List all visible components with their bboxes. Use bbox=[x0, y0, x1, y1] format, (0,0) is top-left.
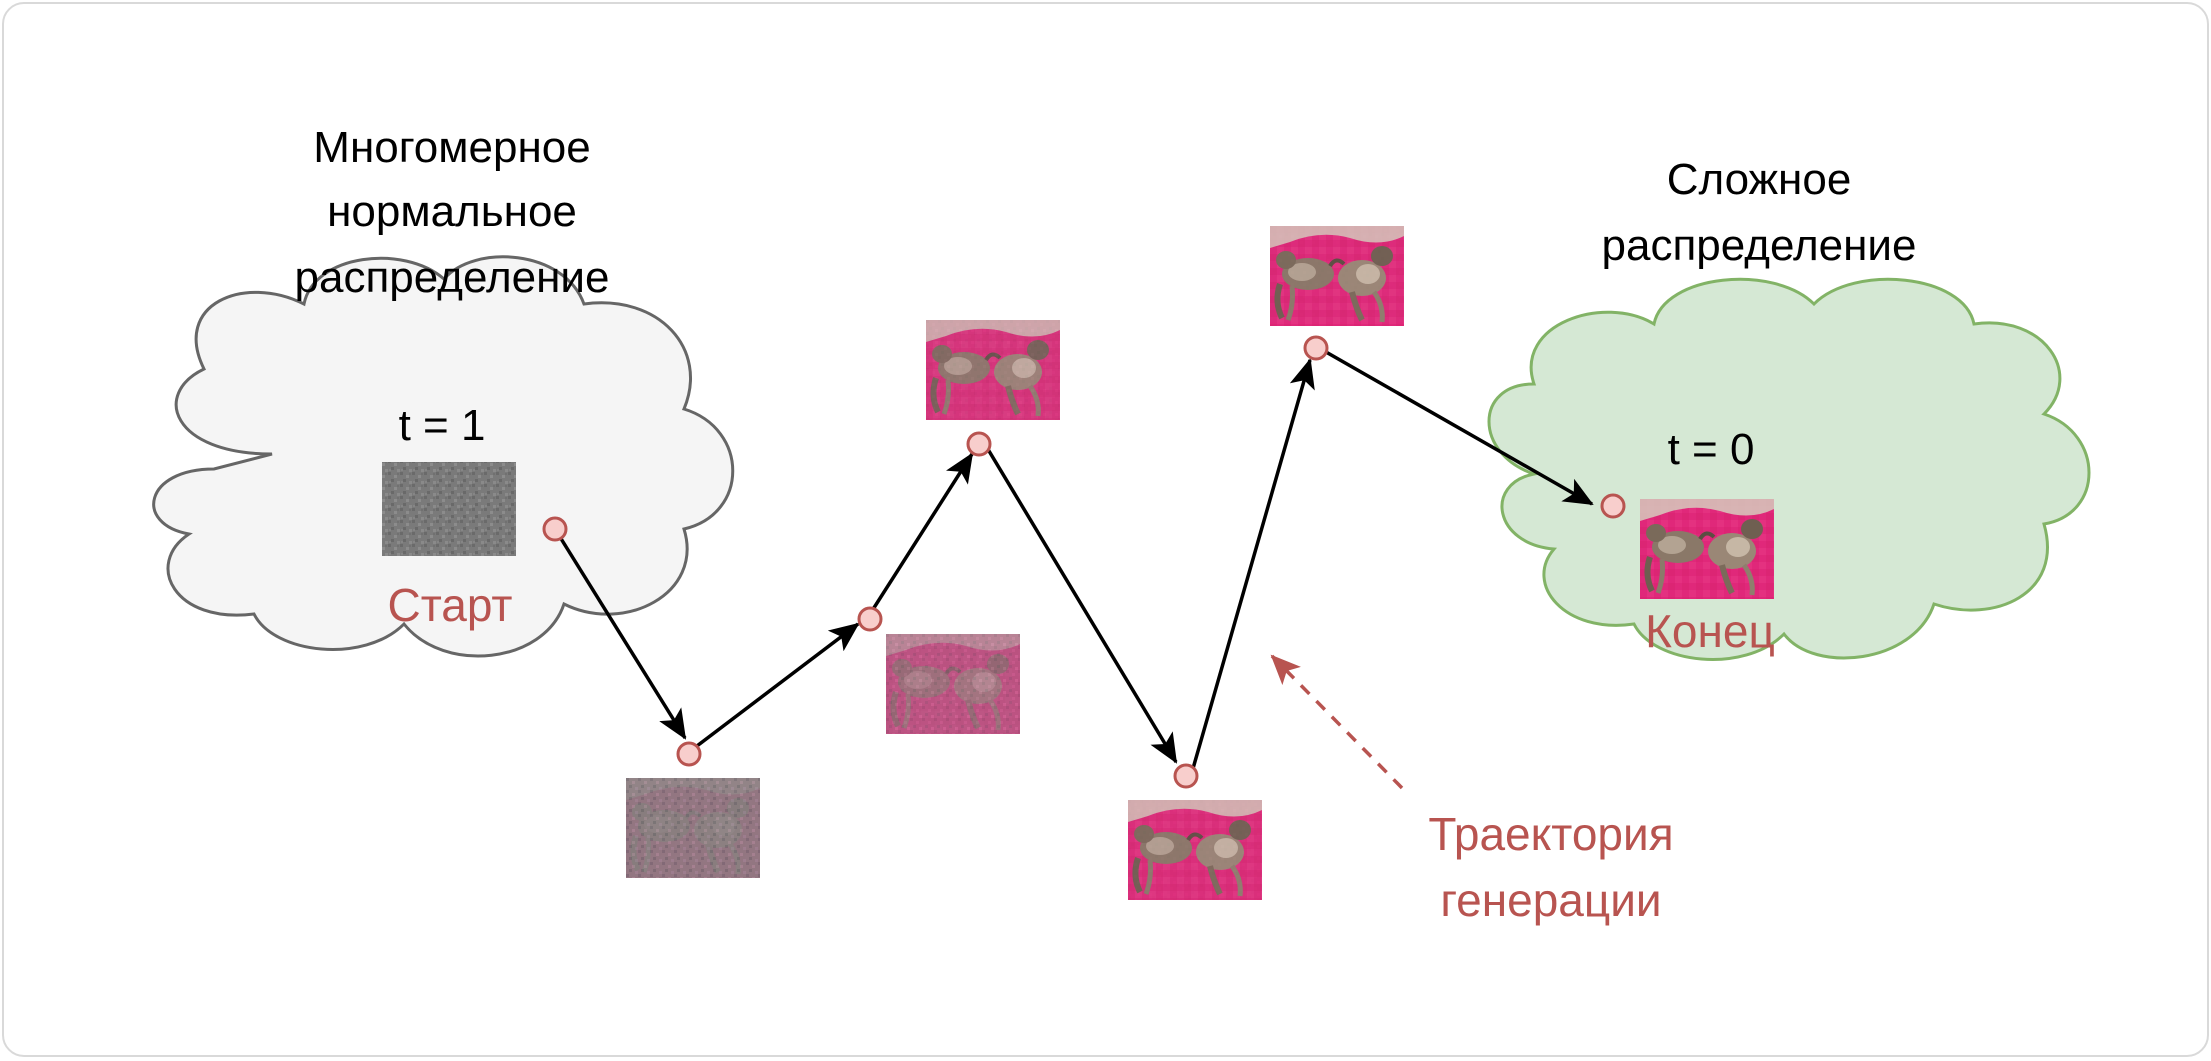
right-distribution-title: Сложное распределение bbox=[1602, 155, 1917, 270]
trajectory-point-4 bbox=[1173, 763, 1199, 789]
noise-distribution-cloud bbox=[152, 255, 735, 658]
end-label: Конец bbox=[1645, 605, 1775, 657]
trajectory-arrow-5 bbox=[1190, 358, 1315, 773]
trajectory-point-1 bbox=[676, 741, 702, 767]
trajectory-label-pointer bbox=[1270, 654, 1404, 790]
trajectory-point-start bbox=[542, 516, 568, 542]
left-title-line1: Многомерное bbox=[313, 123, 590, 172]
left-title-line2: нормальное bbox=[327, 187, 577, 236]
trajectory-point-3 bbox=[966, 431, 992, 457]
right-title-line1: Сложное bbox=[1667, 155, 1852, 204]
sample-image-pure-noise bbox=[382, 462, 516, 556]
right-title-line2: распределение bbox=[1602, 221, 1917, 270]
sample-image-final-cats bbox=[1640, 499, 1774, 599]
data-distribution-cloud bbox=[1487, 277, 2091, 661]
trajectory-point-2 bbox=[857, 606, 883, 632]
trajectory-point-5 bbox=[1303, 335, 1329, 361]
sample-image-step-3 bbox=[926, 320, 1060, 420]
start-label: Старт bbox=[388, 579, 513, 631]
trajectory-arrow-6 bbox=[1325, 350, 1594, 506]
start-time-label: t = 1 bbox=[399, 401, 486, 450]
sample-image-step-5 bbox=[1270, 226, 1404, 326]
end-time-label: t = 0 bbox=[1668, 425, 1755, 474]
sample-image-step-1 bbox=[626, 778, 760, 878]
trajectory-arrow-3 bbox=[868, 452, 974, 615]
trajectory-label: Траектория генерации bbox=[1428, 808, 1673, 926]
left-distribution-title: Многомерное нормальное распределение bbox=[295, 123, 610, 302]
sample-image-step-4 bbox=[1128, 800, 1262, 900]
trajectory-point-end bbox=[1600, 493, 1626, 519]
trajectory-path bbox=[553, 350, 1594, 773]
left-title-line3: распределение bbox=[295, 253, 610, 302]
trajectory-arrow-4 bbox=[984, 445, 1178, 764]
trajectory-arrow-1 bbox=[553, 528, 687, 740]
trajectory-label-line1: Траектория bbox=[1428, 808, 1673, 860]
diffusion-trajectory-diagram: Многомерное нормальное распределение Сло… bbox=[152, 123, 2091, 926]
trajectory-label-line2: генерации bbox=[1440, 874, 1661, 926]
sample-image-step-2 bbox=[886, 634, 1020, 734]
trajectory-arrow-2 bbox=[687, 622, 860, 754]
trajectory-points bbox=[542, 335, 1626, 789]
